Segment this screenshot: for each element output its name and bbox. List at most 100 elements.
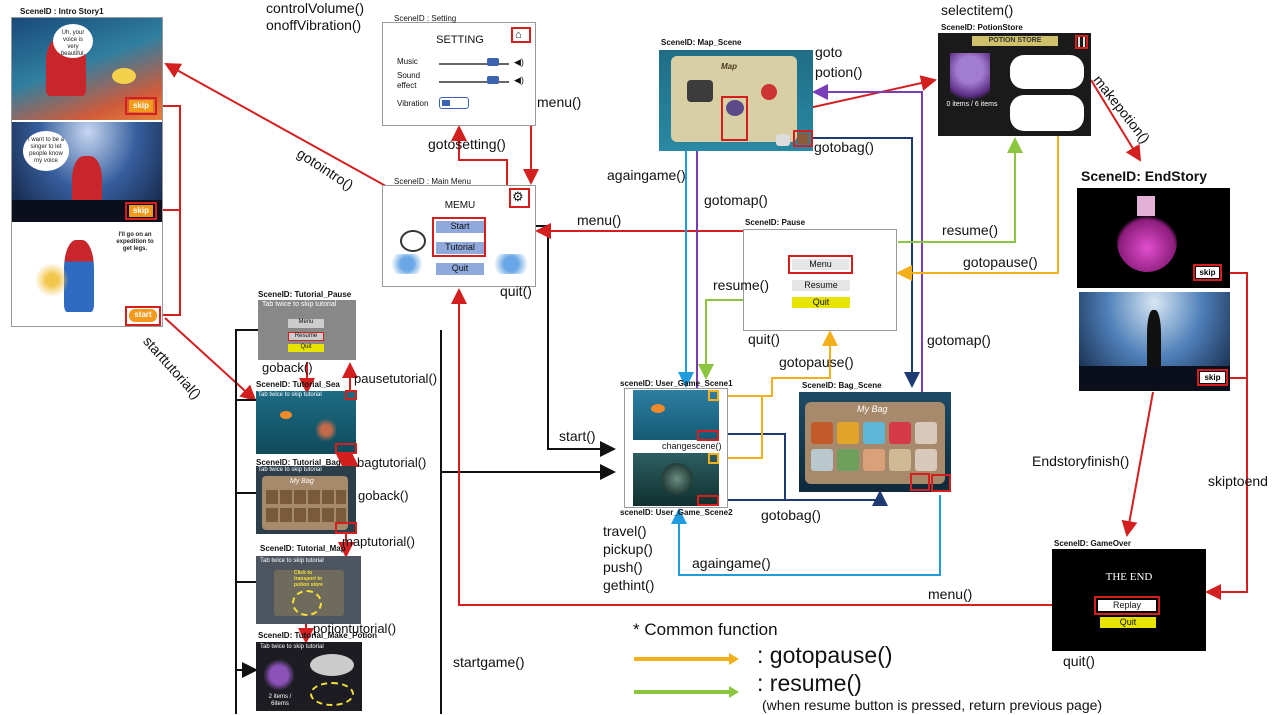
potion-store-title: POTION STORE	[972, 36, 1058, 46]
tutorial-potion-scene-id: SceneID: Tutorial_Make_Potion	[258, 631, 377, 640]
tutorial-bag-slots-row-1	[266, 490, 346, 504]
whirlpool-figure	[661, 463, 693, 495]
potion-store-location[interactable]	[726, 100, 744, 116]
menu-gear-highlight	[509, 188, 530, 208]
bag-back-highlight	[910, 473, 930, 491]
tutorial-pause-menu-button[interactable]: Menu	[288, 319, 324, 328]
setting-title: SETTING	[436, 34, 484, 46]
tutorial-sea-hint: Tab twice to skip tutorial	[258, 392, 322, 398]
tutorial-potion-items: 2 items / 6items	[268, 694, 292, 707]
bag-slot[interactable]	[863, 422, 885, 444]
tutorial-bag-buttons-highlight	[335, 522, 357, 534]
legend-pause-line	[634, 657, 731, 661]
label-start: start()	[559, 428, 596, 444]
label-change-scene: changescene()	[662, 441, 722, 451]
endstory-skip-2-button[interactable]: skip	[1200, 372, 1225, 383]
singer-figure	[1147, 310, 1161, 370]
bag-slot[interactable]	[889, 422, 911, 444]
vibration-toggle[interactable]	[439, 97, 469, 109]
sound-slider-thumb[interactable]	[487, 76, 499, 84]
game1-pause-highlight	[708, 390, 719, 401]
label-skip-to-end: skiptoend	[1208, 473, 1268, 489]
flounder-figure	[112, 68, 136, 84]
intro-start-button[interactable]: start	[129, 309, 157, 322]
map-location-ship	[687, 80, 713, 102]
bag-icon[interactable]	[797, 133, 809, 144]
tutorial-sea-pause-highlight	[345, 390, 357, 400]
tutorial-map-scene-id: SceneID: Tutorial_Map	[260, 544, 346, 553]
pause-menu-button[interactable]: Menu	[792, 259, 849, 270]
potion-flask-neck	[1137, 196, 1155, 216]
setting-vibration-label: Vibration	[397, 99, 429, 108]
speaker-icon: ◀)	[514, 57, 524, 67]
bag-slot[interactable]	[837, 449, 859, 471]
potion-store-panel: POTION STORE 0 items / 6 items	[938, 33, 1091, 136]
bag-slot[interactable]	[915, 449, 937, 471]
bag-slot[interactable]	[837, 422, 859, 444]
tutorial-map-target-circle	[292, 590, 322, 616]
game2-pause-highlight	[708, 453, 719, 464]
label-goto-bag-top: gotobag()	[814, 139, 874, 155]
ursula-figure	[264, 658, 294, 692]
menu-scene-id: SceneID : Main Menu	[394, 177, 471, 186]
legend-pause-arrowhead	[729, 653, 739, 665]
label-select-item: selectitem()	[941, 2, 1014, 18]
back-icon[interactable]	[776, 134, 790, 146]
pause-quit-button[interactable]: Quit	[792, 297, 850, 308]
bag-slot[interactable]	[889, 449, 911, 471]
legend-resume-line	[634, 690, 731, 694]
music-slider-track[interactable]	[439, 63, 509, 65]
label-goto-bag-bottom: gotobag()	[761, 507, 821, 523]
intro-skip-2-highlight	[125, 202, 157, 220]
label-goto-setting: gotosetting()	[428, 136, 506, 152]
intro-skip-1-highlight	[125, 97, 157, 115]
starttutorial-arrow	[164, 317, 257, 402]
bag-slot[interactable]	[863, 449, 885, 471]
label-again-game-bottom: againgame()	[692, 555, 771, 571]
tutorial-pause-quit-button[interactable]: Quit	[288, 344, 324, 352]
tutorial-pause-panel: Tab twice to skip tutorial Menu Resume Q…	[258, 300, 356, 360]
music-slider-thumb[interactable]	[487, 58, 499, 66]
tutorial-bag-slots-row-2	[266, 508, 346, 522]
speaker-icon: ◀)	[514, 75, 524, 85]
tutorial-sea-buttons-highlight	[335, 443, 357, 454]
label-goback-1: goback()	[262, 360, 313, 375]
tutorial-map-panel: Tab twice to skip tutorial Click to tran…	[256, 556, 361, 624]
label-endstory-finish: Endstoryfinish()	[1032, 453, 1130, 469]
gameover-replay-button[interactable]: Replay	[1098, 600, 1156, 611]
bag-slot[interactable]	[915, 422, 937, 444]
pause-icon[interactable]	[1078, 37, 1085, 47]
potion-recipe-bubble	[310, 654, 354, 676]
label-quit-gameover: quit()	[1063, 653, 1095, 669]
home-icon[interactable]: ⌂	[515, 29, 522, 41]
label-make-potion: makepotion()	[1090, 72, 1154, 147]
legend-title: * Common function	[633, 620, 778, 639]
label-gethint: gethint()	[603, 577, 655, 593]
gameover-quit-button[interactable]: Quit	[1100, 617, 1156, 628]
intro-skip-1-button[interactable]: skip	[129, 100, 153, 112]
tutorial-potion-hint: Tab twice to skip tutorial	[260, 644, 324, 650]
sound-slider-track[interactable]	[439, 81, 509, 83]
label-again-game-top: againgame()	[607, 167, 686, 183]
label-resume-right: resume()	[942, 222, 999, 238]
label-control-volume: controlVolume()	[266, 0, 365, 16]
tutorial-sea-scene-id: SceneID: Tutorial_Sea	[256, 380, 340, 389]
menu-tutorial-button[interactable]: Tutorial	[436, 242, 484, 254]
bag-slot[interactable]	[811, 449, 833, 471]
menu-start-button[interactable]: Start	[436, 221, 484, 233]
gear-icon[interactable]: ⚙	[512, 189, 524, 204]
menu-quit-button[interactable]: Quit	[436, 263, 484, 275]
pause-resume-button[interactable]: Resume	[792, 280, 850, 291]
intro-skip-2-button[interactable]: skip	[129, 205, 153, 217]
tutorial-pause-resume-button[interactable]: Resume	[288, 332, 324, 341]
endstory-skip-1-button[interactable]: skip	[1196, 267, 1219, 278]
label-menu-top: menu()	[537, 94, 582, 110]
potion-flask	[1117, 212, 1177, 272]
tutorial-map-note: Click to transport to potion store	[294, 570, 323, 588]
resume-left-arrow	[698, 299, 745, 380]
legend-pause-label: : gotopause()	[757, 642, 893, 668]
bag-slot[interactable]	[811, 422, 833, 444]
gameover-scene-id: SceneID: GameOver	[1054, 539, 1131, 548]
intro-scene-id: SceneID : Intro Story1	[20, 7, 104, 16]
tutorial-bag-hint: Tab twice to skip tutorial	[258, 467, 322, 473]
